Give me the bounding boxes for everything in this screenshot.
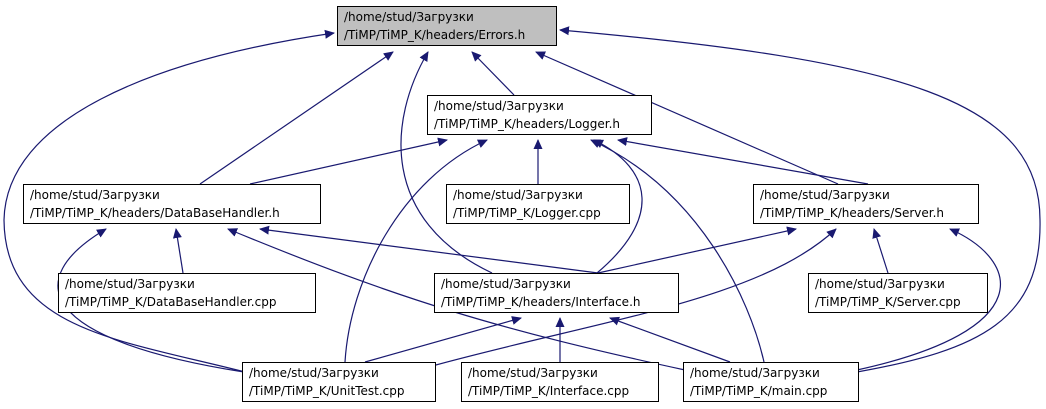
edge-interface_h-to-errors_h: [400, 51, 493, 274]
edge-unittest_cpp-to-logger_h: [344, 139, 488, 363]
node-unittest-cpp-line2: /TiMP/TiMP_K/UnitTest.cpp: [249, 384, 405, 398]
edge-server_cpp-to-server_h: [872, 228, 889, 274]
edge-logger_h-to-errors_h: [471, 51, 515, 96]
edge-dbh_h-to-logger_h: [249, 137, 448, 185]
node-logger-h[interactable]: /home/stud/Загрузки /TiMP/TiMP_K/headers…: [427, 95, 652, 135]
node-errors-h-line1: /home/stud/Загрузки: [344, 10, 474, 24]
node-logger-h-line2: /TiMP/TiMP_K/headers/Logger.h: [434, 117, 621, 131]
node-logger-cpp-line1: /home/stud/Загрузки: [453, 188, 583, 202]
node-interface-cpp-line1: /home/stud/Загрузки: [468, 366, 598, 380]
node-server-h[interactable]: /home/stud/Загрузки /TiMP/TiMP_K/headers…: [753, 184, 979, 224]
edge-dbh_cpp-to-dbh_h: [172, 228, 184, 274]
node-interface-h[interactable]: /home/stud/Загрузки /TiMP/TiMP_K/headers…: [434, 273, 679, 313]
edge-main_cpp-to-errors_h: [559, 26, 1041, 373]
edge-main_cpp-to-server_h: [856, 228, 1002, 371]
node-main-cpp-line2: /TiMP/TiMP_K/main.cpp: [690, 384, 828, 398]
node-unittest-cpp[interactable]: /home/stud/Загрузки /TiMP/TiMP_K/UnitTes…: [242, 362, 436, 402]
node-errors-h: /home/stud/Загрузки /TiMP/TiMP_K/headers…: [337, 6, 557, 46]
node-logger-h-line1: /home/stud/Загрузки: [434, 99, 564, 113]
node-database-handler-h-line2: /TiMP/TiMP_K/headers/DataBaseHandler.h: [30, 206, 280, 220]
edge-main_cpp-to-logger_h: [590, 139, 765, 363]
node-interface-cpp[interactable]: /home/stud/Загрузки /TiMP/TiMP_K/Interfa…: [461, 362, 659, 402]
node-logger-cpp[interactable]: /home/stud/Загрузки /TiMP/TiMP_K/Logger.…: [446, 184, 630, 224]
node-database-handler-cpp[interactable]: /home/stud/Загрузки /TiMP/TiMP_K/DataBas…: [58, 273, 316, 313]
node-database-handler-cpp-line1: /home/stud/Загрузки: [65, 277, 195, 291]
edge-unittest_cpp-to-errors_h: [3, 29, 335, 373]
edge-interface_h-to-server_h: [597, 226, 797, 274]
edge-server_h-to-logger_h: [617, 137, 869, 185]
node-interface-h-line1: /home/stud/Загрузки: [441, 277, 571, 291]
node-server-cpp-line1: /home/stud/Загрузки: [815, 277, 945, 291]
node-interface-cpp-line2: /TiMP/TiMP_K/Interface.cpp: [468, 384, 630, 398]
node-database-handler-h[interactable]: /home/stud/Загрузки /TiMP/TiMP_K/headers…: [23, 184, 321, 224]
node-server-h-line2: /TiMP/TiMP_K/headers/Server.h: [760, 206, 945, 220]
node-database-handler-h-line1: /home/stud/Загрузки: [30, 188, 160, 202]
edge-interface_h-to-dbh_h: [259, 225, 599, 274]
node-server-cpp-line2: /TiMP/TiMP_K/Server.cpp: [815, 295, 961, 309]
node-server-cpp[interactable]: /home/stud/Загрузки /TiMP/TiMP_K/Server.…: [808, 273, 988, 313]
edge-dbh_h-to-errors_h: [199, 51, 394, 185]
node-interface-h-line2: /TiMP/TiMP_K/headers/Interface.h: [441, 295, 641, 309]
node-logger-cpp-line2: /TiMP/TiMP_K/Logger.cpp: [453, 206, 601, 220]
node-errors-h-line2: /TiMP/TiMP_K/headers/Errors.h: [344, 28, 526, 42]
edge-unittest_cpp-to-interface_h: [364, 316, 522, 363]
edge-server_h-to-errors_h: [535, 51, 839, 185]
node-main-cpp[interactable]: /home/stud/Загрузки /TiMP/TiMP_K/main.cp…: [683, 362, 859, 402]
node-database-handler-cpp-line2: /TiMP/TiMP_K/DataBaseHandler.cpp: [65, 295, 277, 309]
edge-main_cpp-to-interface_h: [609, 316, 731, 363]
node-server-h-line1: /home/stud/Загрузки: [760, 188, 890, 202]
node-unittest-cpp-line1: /home/stud/Загрузки: [249, 366, 379, 380]
node-main-cpp-line1: /home/stud/Загрузки: [690, 366, 820, 380]
